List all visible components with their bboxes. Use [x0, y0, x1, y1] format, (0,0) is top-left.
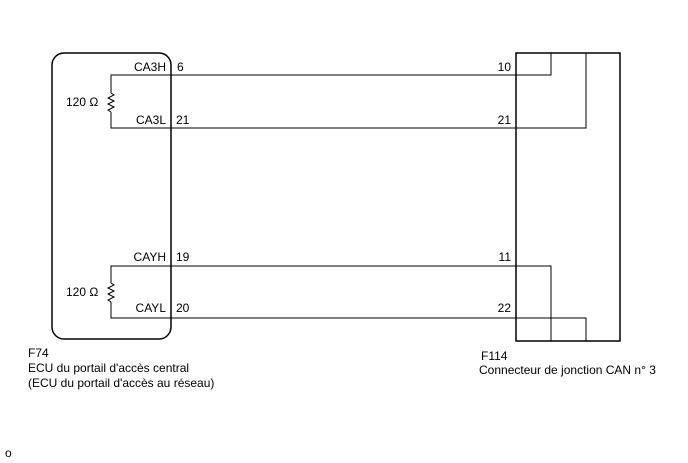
ecu-pin-19: 19 [176, 250, 190, 264]
footer-code: o [5, 446, 12, 460]
junction-pin-22: 22 [498, 301, 512, 315]
resistor-top [106, 74, 171, 129]
wires [171, 53, 587, 341]
ecu-name: ECU du portail d'accès central [28, 361, 190, 375]
wire-cayl [171, 317, 587, 341]
junction-pin-11: 11 [499, 250, 512, 264]
signal-ca3l: CA3L [136, 113, 166, 127]
wire-ca3h [171, 53, 552, 76]
ecu-pin-21: 21 [176, 113, 190, 127]
resistor-bottom [106, 265, 171, 319]
resistor-zigzag [106, 282, 116, 303]
resistor-value-top: 120 Ω [66, 95, 98, 109]
junction-pin-10: 10 [498, 60, 512, 74]
signal-ca3h: CA3H [134, 60, 166, 74]
ecu-connector-id: F74 [28, 346, 49, 360]
resistor-value-bottom: 120 Ω [66, 285, 98, 299]
junction-connector-box [515, 52, 621, 342]
ecu-alt-name: (ECU du portail d'accès au réseau) [28, 376, 215, 390]
ecu-box [51, 52, 172, 340]
signal-cayl: CAYL [136, 301, 167, 315]
wire-cayh [171, 265, 552, 341]
wire-ca3l [171, 53, 587, 129]
junction-connector-id: F114 [481, 349, 508, 363]
junction-pin-21: 21 [498, 113, 512, 127]
resistor-zigzag [106, 92, 116, 113]
ecu-pin-6: 6 [177, 60, 184, 74]
ecu-pin-20: 20 [176, 301, 190, 315]
signal-cayh: CAYH [134, 250, 166, 264]
junction-name: Connecteur de jonction CAN n° 3 [479, 363, 656, 377]
